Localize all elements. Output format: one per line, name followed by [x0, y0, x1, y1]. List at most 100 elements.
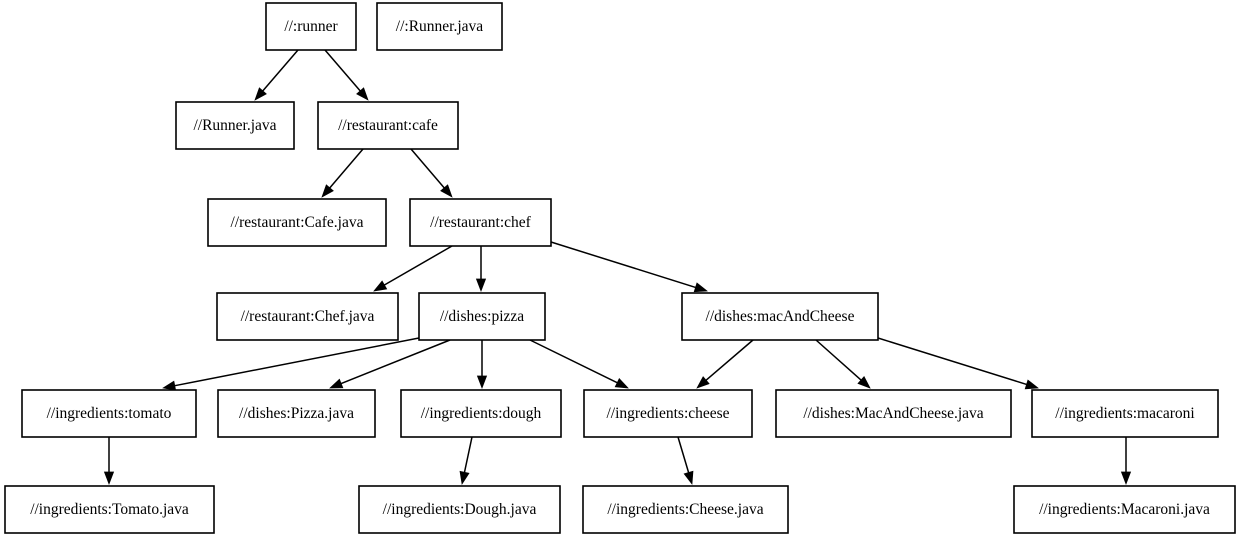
edge-line: [529, 339, 618, 384]
arrowhead-icon: [321, 184, 334, 198]
edge-line: [324, 49, 361, 92]
graph-node-cheese_java[interactable]: //ingredients:Cheese.java: [582, 485, 789, 534]
node-label: //Runner.java: [193, 117, 276, 134]
node-label: //restaurant:chef: [430, 214, 532, 231]
node-box[interactable]: [409, 198, 552, 247]
edge-line: [340, 339, 451, 385]
node-box[interactable]: [418, 292, 546, 341]
graph-node-ing_cheese[interactable]: //ingredients:cheese: [583, 389, 753, 438]
graph-edge: [410, 148, 453, 198]
edge-line: [705, 339, 754, 381]
graph-node-ing_dough[interactable]: //ingredients:dough: [400, 389, 562, 438]
arrowhead-icon: [693, 282, 708, 293]
graph-node-runner_java[interactable]: //Runner.java: [175, 101, 295, 150]
node-label: //dishes:MacAndCheese.java: [803, 405, 983, 422]
graph-node-chef_java[interactable]: //restaurant:Chef.java: [216, 292, 399, 341]
graph-node-dough_java[interactable]: //ingredients:Dough.java: [358, 485, 561, 534]
arrowhead-icon: [683, 470, 694, 485]
graph-edge: [321, 148, 364, 198]
graph-node-runner[interactable]: //:runner: [265, 2, 357, 51]
graph-edge: [103, 437, 115, 485]
graph-edge: [677, 436, 694, 485]
node-box[interactable]: [175, 101, 295, 150]
edge-line: [174, 337, 420, 387]
arrowhead-icon: [475, 278, 487, 292]
arrowhead-icon: [254, 87, 267, 101]
node-label: //ingredients:Dough.java: [383, 501, 537, 518]
arrowhead-icon: [162, 380, 177, 391]
node-box[interactable]: [400, 389, 562, 438]
node-box[interactable]: [217, 389, 376, 438]
graph-edge: [877, 337, 1039, 390]
node-label: //ingredients:tomato: [47, 405, 172, 422]
edges-layer: [103, 49, 1132, 485]
graph-edge: [815, 339, 871, 389]
node-label: //:runner: [284, 18, 338, 35]
node-box[interactable]: [216, 292, 399, 341]
graph-node-ing_tomato[interactable]: //ingredients:tomato: [21, 389, 197, 438]
edge-line: [410, 148, 445, 189]
node-box[interactable]: [775, 389, 1012, 438]
graph-edge: [696, 339, 754, 389]
edge-line: [463, 436, 473, 473]
node-box[interactable]: [358, 485, 561, 534]
graph-edge: [476, 340, 488, 389]
node-label: //restaurant:cafe: [338, 117, 438, 134]
edge-line: [677, 436, 690, 473]
node-box[interactable]: [207, 198, 387, 247]
graph-node-mac_java[interactable]: //dishes:MacAndCheese.java: [775, 389, 1012, 438]
graph-node-dishes_pizza[interactable]: //dishes:pizza: [418, 292, 546, 341]
arrowhead-icon: [1024, 379, 1039, 390]
graph-node-restaurant_chef[interactable]: //restaurant:chef: [409, 198, 552, 247]
edge-line: [815, 339, 862, 381]
graph-node-root_runner_java[interactable]: //:Runner.java: [376, 2, 503, 51]
arrowhead-icon: [1120, 471, 1132, 485]
node-box[interactable]: [681, 292, 879, 341]
node-box[interactable]: [4, 485, 215, 534]
arrowhead-icon: [440, 184, 453, 198]
node-label: //ingredients:dough: [421, 405, 542, 422]
node-box[interactable]: [21, 389, 197, 438]
edge-line: [384, 245, 453, 286]
node-box[interactable]: [583, 389, 753, 438]
node-box[interactable]: [376, 2, 503, 51]
graph-edge: [373, 245, 453, 292]
arrowhead-icon: [696, 376, 710, 389]
graph-node-ing_macaroni[interactable]: //ingredients:macaroni: [1031, 389, 1219, 438]
graph-edge: [475, 246, 487, 292]
node-box[interactable]: [1013, 485, 1236, 534]
graph-edge: [529, 339, 629, 389]
node-label: //dishes:Pizza.java: [239, 405, 354, 422]
node-box[interactable]: [317, 101, 459, 150]
node-label: //:Runner.java: [396, 18, 484, 35]
graph-node-macaroni_java[interactable]: //ingredients:Macaroni.java: [1013, 485, 1236, 534]
graph-node-tomato_java[interactable]: //ingredients:Tomato.java: [4, 485, 215, 534]
graph-node-dishes_mac[interactable]: //dishes:macAndCheese: [681, 292, 879, 341]
node-label: //ingredients:Macaroni.java: [1039, 501, 1210, 518]
edge-line: [550, 241, 696, 289]
edge-line: [262, 49, 299, 92]
arrowhead-icon: [476, 375, 488, 389]
node-label: //dishes:pizza: [440, 308, 524, 325]
graph-node-restaurant_cafe[interactable]: //restaurant:cafe: [317, 101, 459, 150]
node-label: //restaurant:Cafe.java: [231, 214, 364, 231]
graph-node-cafe_java[interactable]: //restaurant:Cafe.java: [207, 198, 387, 247]
node-label: //dishes:macAndCheese: [706, 308, 855, 325]
arrowhead-icon: [373, 280, 388, 292]
node-label: //restaurant:Chef.java: [241, 308, 375, 325]
arrowhead-icon: [103, 471, 115, 485]
node-box[interactable]: [582, 485, 789, 534]
arrowhead-icon: [356, 87, 369, 101]
edge-line: [329, 148, 364, 189]
graph-node-pizza_java[interactable]: //dishes:Pizza.java: [217, 389, 376, 438]
graph-edge: [459, 436, 473, 485]
node-label: //ingredients:cheese: [606, 405, 729, 422]
node-label: //ingredients:Tomato.java: [30, 501, 189, 518]
arrowhead-icon: [329, 378, 344, 389]
arrowhead-icon: [459, 470, 470, 485]
arrowhead-icon: [857, 375, 871, 389]
node-box[interactable]: [1031, 389, 1219, 438]
node-box[interactable]: [265, 2, 357, 51]
